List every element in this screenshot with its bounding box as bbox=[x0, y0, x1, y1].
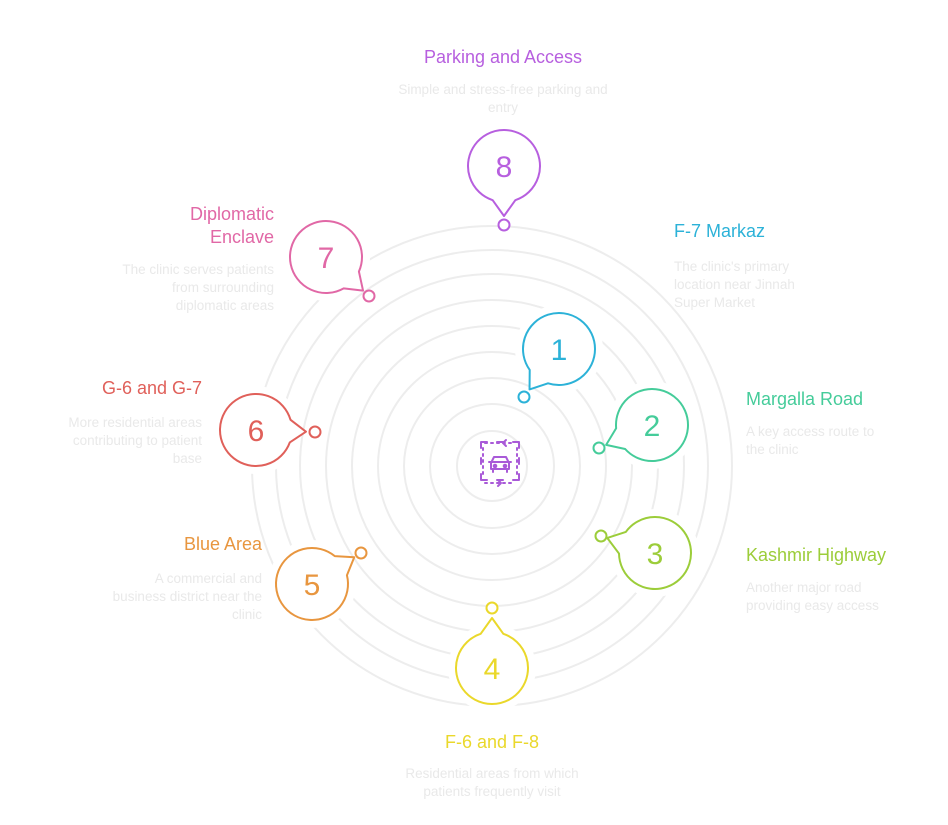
item-4-dot bbox=[485, 601, 499, 615]
item-3-title: Kashmir Highway bbox=[746, 545, 887, 565]
item-2-bubble bbox=[605, 388, 689, 462]
item-5-title: Blue Area bbox=[183, 534, 262, 554]
item-4-marker: 4 bbox=[455, 601, 529, 705]
item-6-description: More residential areas contributing to p… bbox=[68, 415, 202, 466]
item-8-marker: 8 bbox=[467, 129, 541, 232]
item-1-marker: 1 bbox=[517, 312, 596, 404]
item-3-dot bbox=[594, 529, 608, 543]
item-6-title: G-6 and G-7 bbox=[101, 378, 202, 398]
item-1-dot bbox=[517, 390, 531, 404]
item-2-title: Margalla Road bbox=[746, 389, 864, 409]
item-4-title: F-6 and F-8 bbox=[444, 732, 540, 752]
item-3-marker: 3 bbox=[594, 516, 692, 590]
item-3-description: Another major road providing easy access bbox=[746, 580, 879, 613]
item-3-number: 3 bbox=[647, 538, 664, 571]
item-8-description: Simple and stress-free parking and entry bbox=[398, 82, 608, 115]
item-2-dot bbox=[592, 441, 606, 455]
item-2-description: A key access route to the clinic bbox=[746, 424, 875, 457]
item-6-dot bbox=[308, 425, 322, 439]
item-5-number: 5 bbox=[304, 569, 321, 602]
item-5-dot bbox=[354, 546, 368, 560]
item-4-description: Residential areas from which patients fr… bbox=[405, 766, 579, 799]
car-icon bbox=[480, 439, 520, 487]
item-7-number: 7 bbox=[318, 242, 335, 275]
item-1-title: F-7 Markaz bbox=[674, 221, 766, 241]
item-7-dot bbox=[362, 289, 376, 303]
item-7-marker: 7 bbox=[289, 220, 376, 303]
item-7-bubble bbox=[289, 220, 365, 294]
item-7-description: The clinic serves patients from surround… bbox=[122, 262, 274, 313]
item-4-bubble bbox=[455, 617, 529, 705]
item-3-bubble bbox=[606, 516, 692, 590]
item-1-number: 1 bbox=[551, 334, 568, 367]
item-8-dot bbox=[497, 218, 511, 232]
item-7-title: Diplomatic Enclave bbox=[189, 204, 274, 247]
item-6-number: 6 bbox=[248, 415, 265, 448]
item-8-number: 8 bbox=[496, 151, 513, 184]
item-4-number: 4 bbox=[484, 653, 501, 686]
item-5-marker: 5 bbox=[275, 546, 368, 621]
item-2-marker: 2 bbox=[592, 388, 689, 462]
item-8-bubble bbox=[467, 129, 541, 217]
item-1-description: The clinic's primary location near Jinna… bbox=[674, 259, 795, 310]
item-6-marker: 6 bbox=[219, 393, 322, 467]
item-8-title: Parking and Access bbox=[423, 47, 583, 67]
item-2-number: 2 bbox=[644, 410, 661, 443]
item-5-description: A commercial and business district near … bbox=[112, 571, 262, 622]
item-6-bubble bbox=[219, 393, 307, 467]
item-5-bubble bbox=[275, 547, 356, 621]
item-1-bubble bbox=[522, 312, 596, 391]
bubbles-layer: 1 2 3 4 5 6 7 8 bbox=[219, 129, 692, 705]
